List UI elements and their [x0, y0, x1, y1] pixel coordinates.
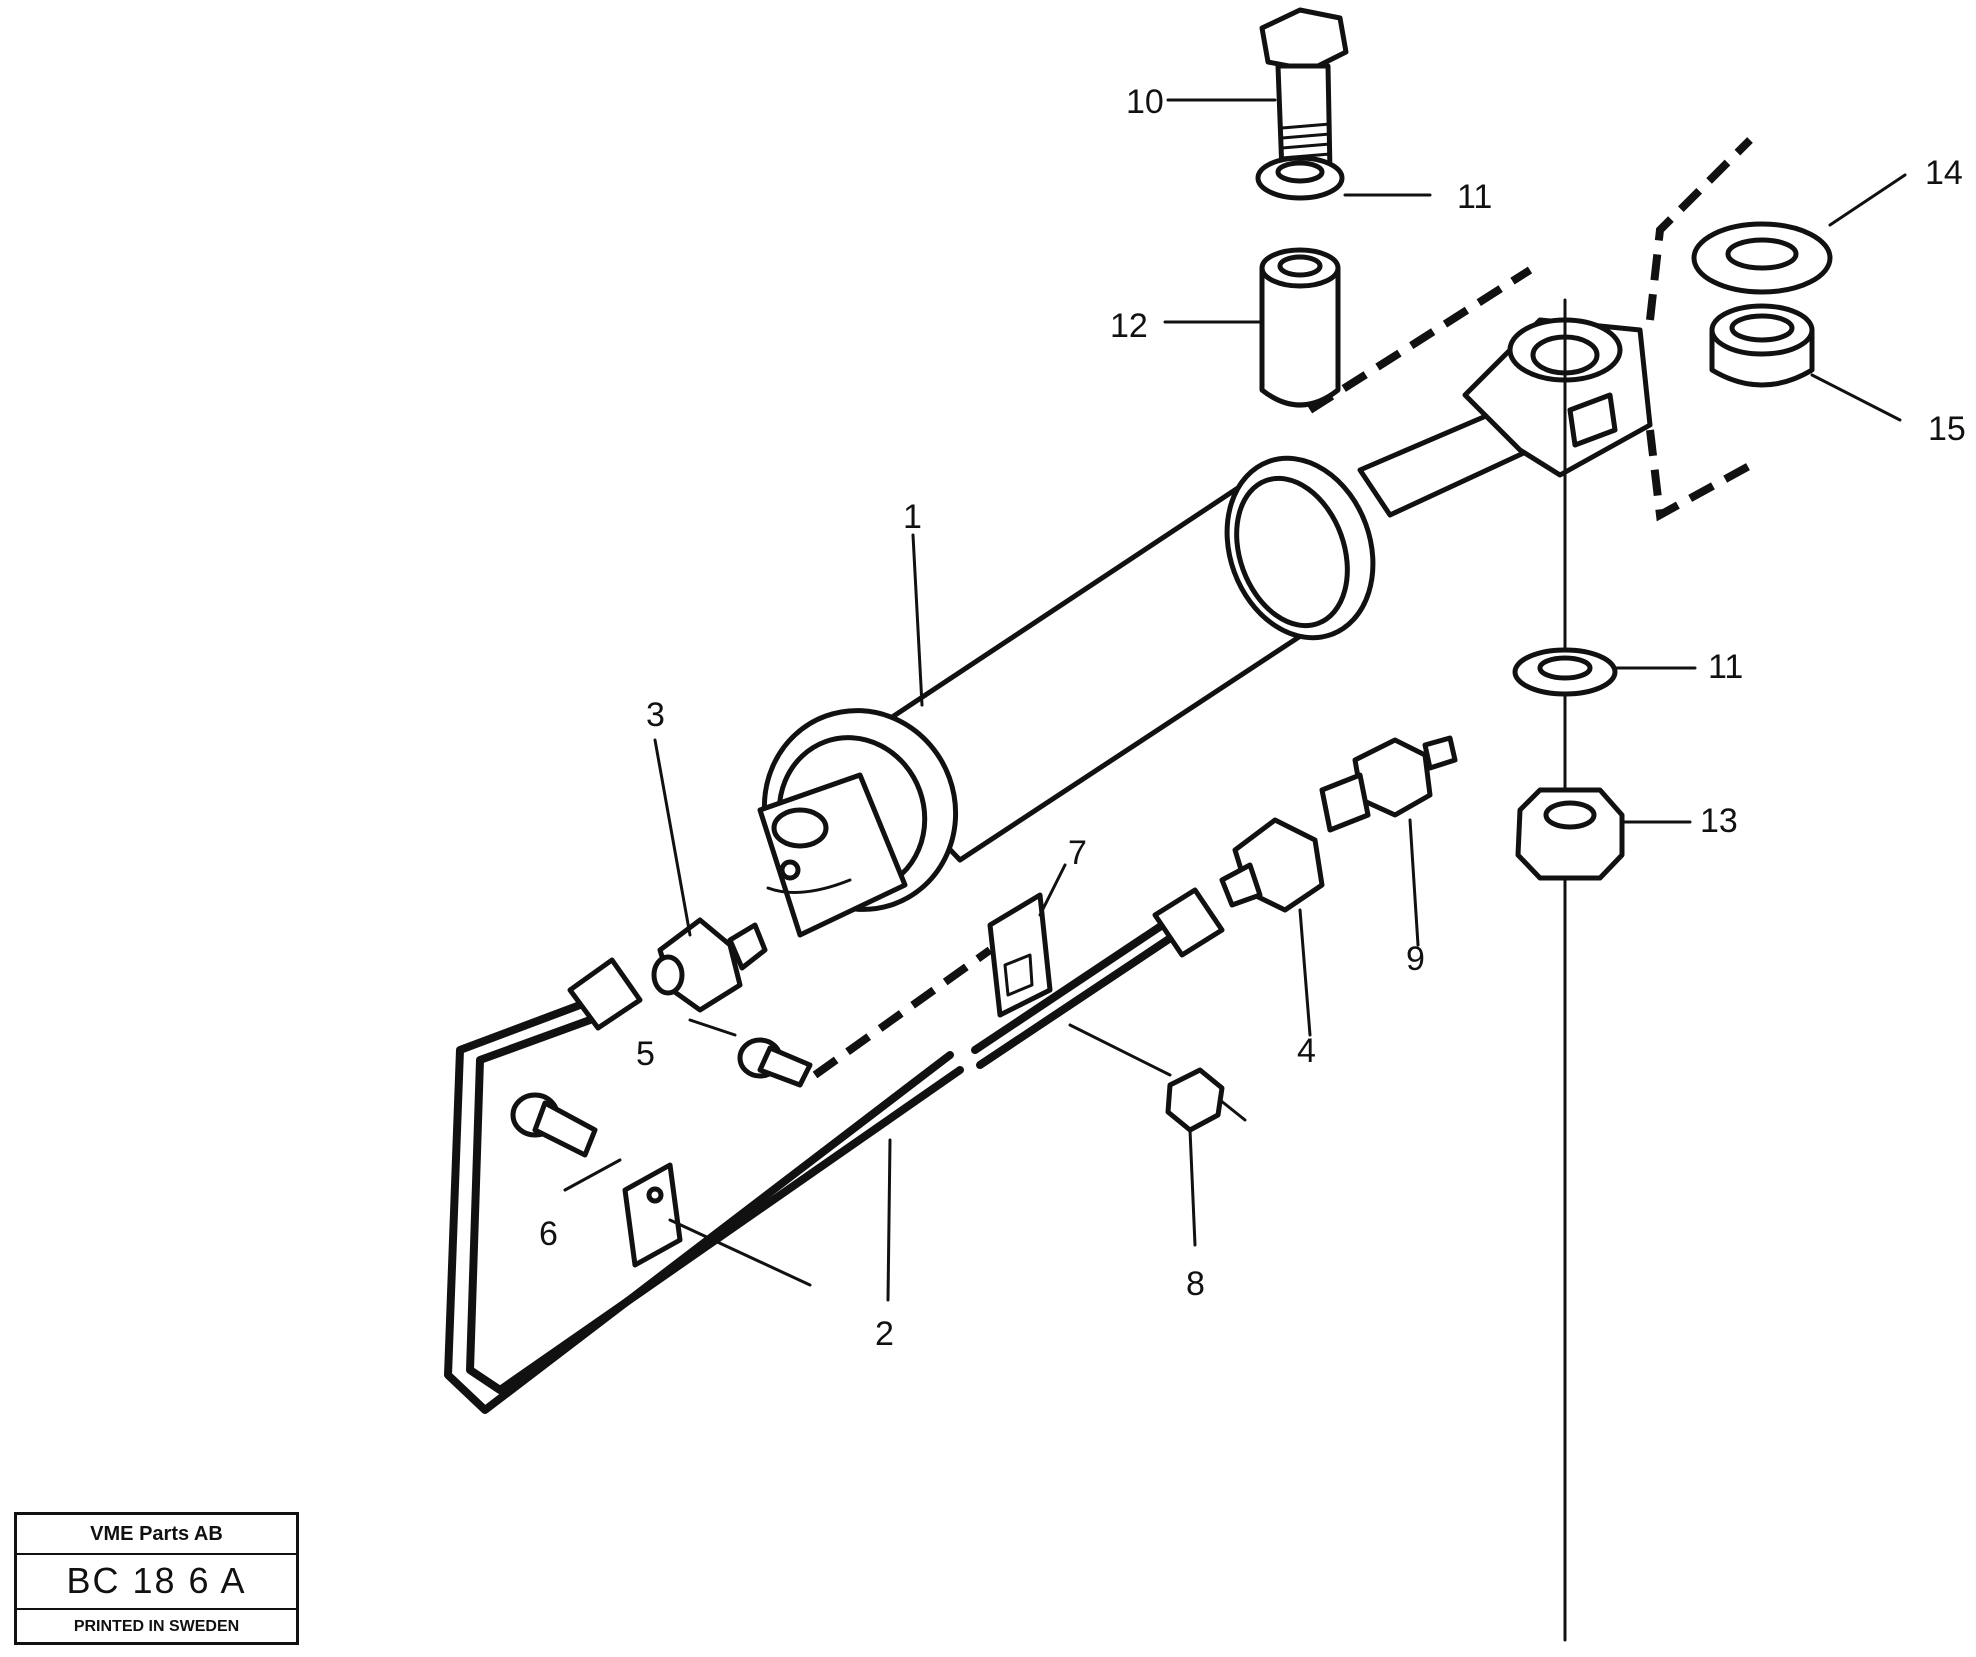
- screw-5: [737, 946, 993, 1088]
- callout-11-upper: 11: [1457, 178, 1492, 216]
- pipe-clip-6: [622, 1162, 683, 1268]
- washer-lower: [1512, 647, 1618, 697]
- title-block-printed: PRINTED IN SWEDEN: [73, 1617, 240, 1635]
- nut-8: [1165, 1067, 1247, 1133]
- callouts: 10 11 12 14 15 11 13 1 3 7 4 9 5 6 2 8: [539, 83, 1966, 1353]
- pin-path-dash: [1307, 266, 1533, 414]
- callout-1: 1: [903, 498, 922, 536]
- spacer-path-dash-lower: [1646, 429, 1762, 522]
- callout-15: 15: [1928, 410, 1966, 448]
- callout-6: 6: [539, 1215, 558, 1253]
- pipe-clip-7: [987, 892, 1053, 1018]
- callout-14: 14: [1925, 154, 1963, 192]
- hydraulic-cylinder: [757, 407, 1533, 938]
- washer-upper: [1255, 155, 1345, 201]
- callout-10: 10: [1126, 83, 1164, 121]
- title-block-company: VME Parts AB: [17, 1515, 296, 1555]
- callout-9: 9: [1406, 940, 1425, 978]
- fitting-3: [651, 917, 768, 1013]
- title-block-drawing-code: BC 18 6 A: [17, 1553, 296, 1610]
- screw-6: [510, 1092, 598, 1158]
- title-block: VME Parts AB BC 18 6 A PRINTED IN SWEDEN: [14, 1512, 299, 1645]
- pipe-assembly: [444, 887, 1225, 1414]
- callout-5: 5: [636, 1035, 655, 1073]
- spacer-bushing: [1259, 247, 1341, 408]
- lock-nut: [1515, 787, 1625, 881]
- callout-11-lower: 11: [1708, 648, 1743, 686]
- fitting-4: [1219, 817, 1325, 913]
- bolt: [1259, 7, 1349, 175]
- fitting-9: [1319, 735, 1458, 833]
- rod-eye: [1462, 317, 1653, 478]
- callout-2: 2: [875, 1315, 894, 1353]
- callout-12: 12: [1110, 307, 1148, 345]
- spacer-path-dash: [1646, 137, 1753, 321]
- callout-8: 8: [1186, 1265, 1205, 1303]
- callout-3: 3: [646, 696, 665, 734]
- callout-4: 4: [1297, 1032, 1316, 1070]
- leader-lines: [563, 98, 1907, 1302]
- washer-15: [1709, 303, 1815, 388]
- washer-14: [1691, 221, 1833, 295]
- callout-13: 13: [1700, 802, 1738, 840]
- callout-7: 7: [1068, 834, 1087, 872]
